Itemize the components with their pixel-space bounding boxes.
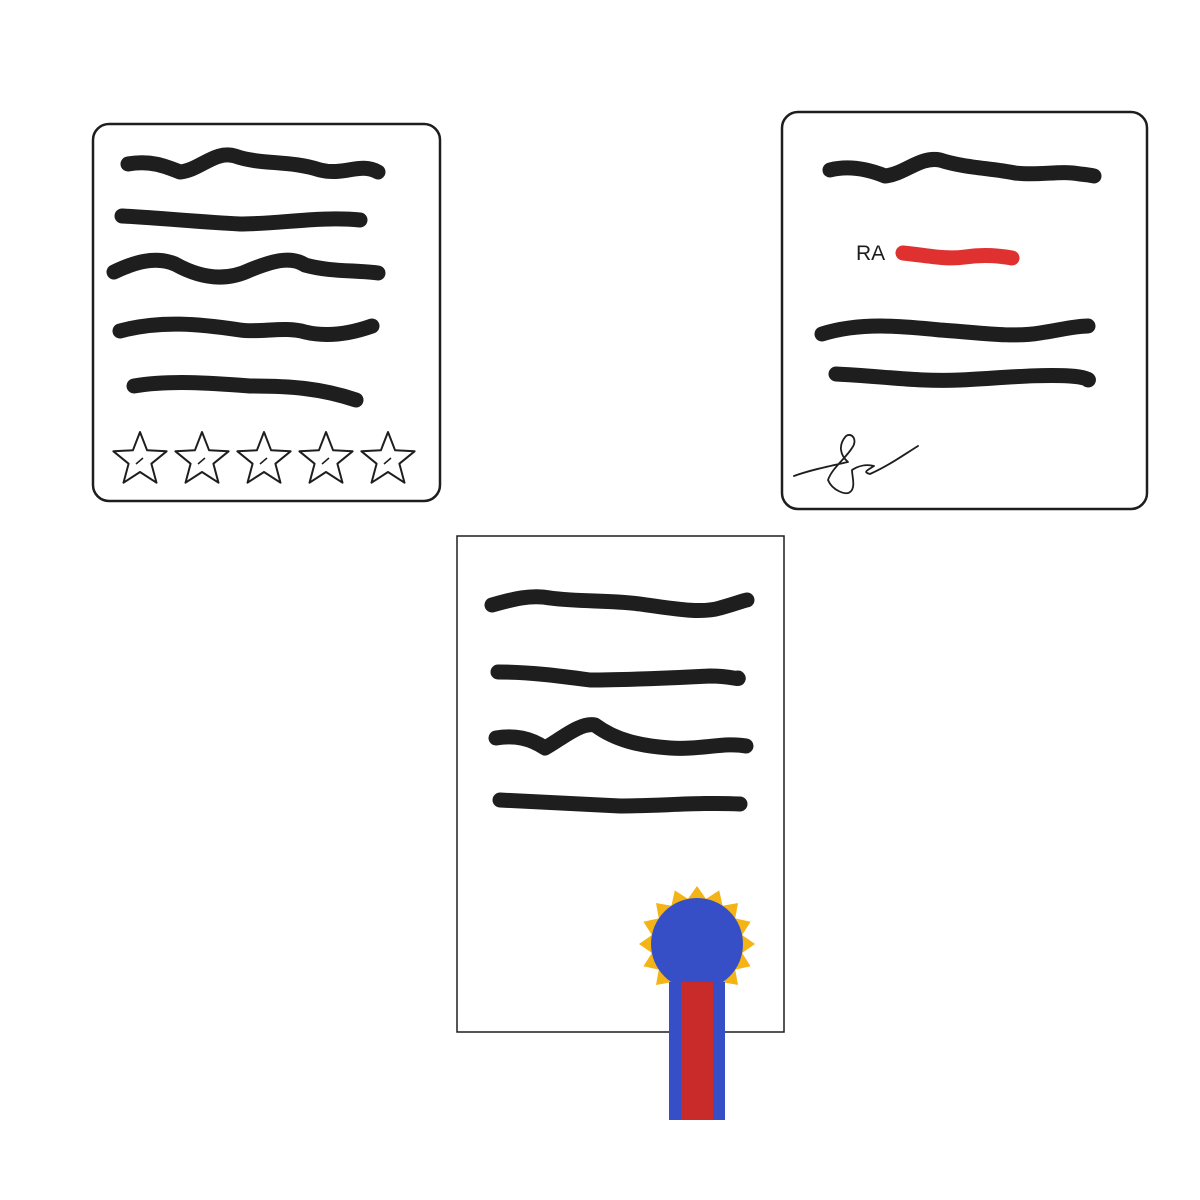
star-sketch-stroke bbox=[197, 457, 206, 465]
star-icon bbox=[112, 431, 168, 484]
signed-card-frame bbox=[780, 110, 1149, 511]
star-icon bbox=[360, 431, 416, 484]
text-line-scribble bbox=[492, 792, 748, 814]
ribbon-icon bbox=[669, 982, 725, 1120]
star-sketch-stroke bbox=[321, 457, 330, 465]
initials-label: RA bbox=[856, 242, 885, 265]
star-icon bbox=[236, 431, 292, 484]
text-line-scribble bbox=[490, 664, 746, 688]
text-line-scribble bbox=[828, 366, 1096, 388]
star-icon bbox=[298, 431, 354, 484]
rating-stars bbox=[112, 431, 416, 484]
star-icon bbox=[174, 431, 230, 484]
text-line-scribble bbox=[112, 316, 380, 342]
text-line-scribble bbox=[822, 151, 1102, 184]
text-line-scribble bbox=[484, 589, 755, 619]
seal-icon bbox=[639, 886, 755, 1002]
star-sketch-stroke bbox=[383, 457, 392, 465]
certificate-card bbox=[456, 535, 785, 1120]
ribbon-red bbox=[681, 982, 713, 1120]
text-line-scribble bbox=[126, 375, 364, 408]
star-sketch-stroke bbox=[135, 457, 144, 465]
text-line-scribble bbox=[114, 208, 368, 232]
text-line-scribble bbox=[120, 147, 386, 180]
signed-card: RA bbox=[780, 110, 1149, 511]
seal-blue-disc bbox=[651, 898, 743, 990]
text-line-scribble bbox=[814, 318, 1096, 343]
redacted-highlight bbox=[895, 245, 1020, 266]
signature-icon bbox=[793, 434, 919, 495]
star-sketch-stroke bbox=[259, 457, 268, 465]
review-card bbox=[91, 122, 442, 503]
text-line-scribble bbox=[488, 717, 754, 756]
text-line-scribble bbox=[106, 252, 386, 285]
